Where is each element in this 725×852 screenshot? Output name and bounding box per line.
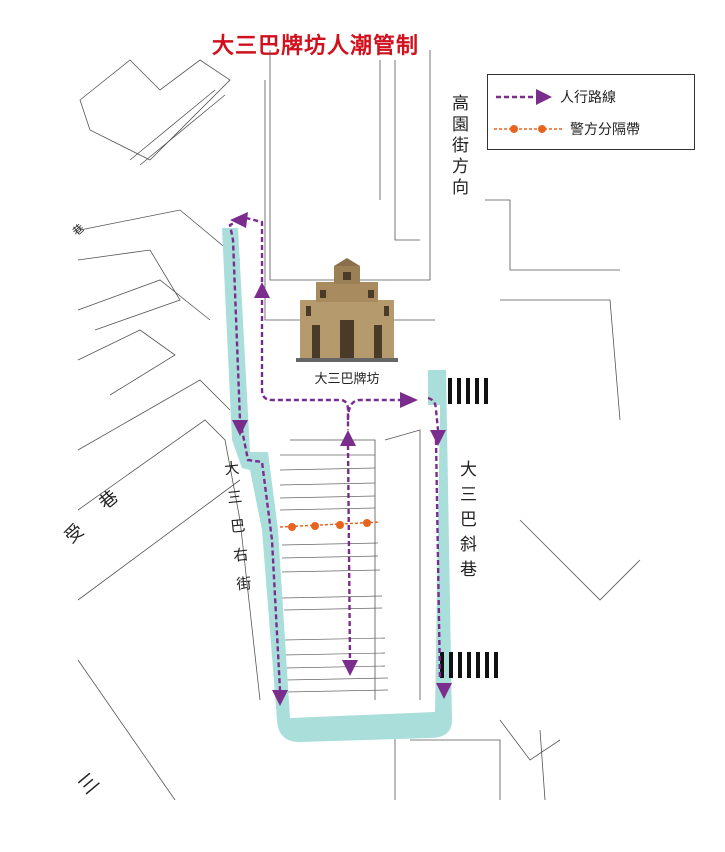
lane-line: [129, 89, 216, 161]
legend-label-route: 人行路線: [560, 90, 616, 106]
police-barrier: [279, 519, 381, 531]
lane-label: 巷: [95, 486, 122, 514]
legend-label-barrier: 警方分隔帶: [570, 122, 640, 138]
ruins-of-st-paul-icon: [296, 258, 398, 362]
street-label-top-right: 高園街方向: [448, 94, 468, 199]
crosswalk-icon: [448, 378, 488, 404]
crosswalk-icon: [440, 652, 498, 678]
building-outlines: [77, 50, 641, 801]
legend-item-barrier: 警方分隔帶: [488, 117, 640, 141]
map-title: 大三巴牌坊人潮管制: [212, 34, 420, 59]
walkway-area: [222, 228, 452, 742]
legend: 人行路線 警方分隔帶: [487, 74, 695, 150]
legend-item-route: 人行路線: [488, 85, 616, 109]
barrier-dot-icon: [288, 523, 296, 531]
barrier-dot-icon: [311, 522, 319, 530]
lane-label: 巷: [70, 221, 87, 238]
stairs: [279, 454, 389, 693]
barrier-dot-icon: [363, 519, 371, 527]
landmark-label: 大三巴牌坊: [314, 371, 379, 387]
barrier-dot-icon: [494, 125, 564, 133]
arrow-icon: [230, 212, 452, 706]
street-label-right: 大三巴斜巷: [456, 460, 476, 585]
pedestrian-route: [228, 216, 442, 691]
street-label: 三: [73, 768, 104, 799]
lane-label: 受: [61, 520, 88, 548]
barrier-dot-icon: [336, 521, 344, 529]
arrow-icon: [496, 89, 552, 105]
